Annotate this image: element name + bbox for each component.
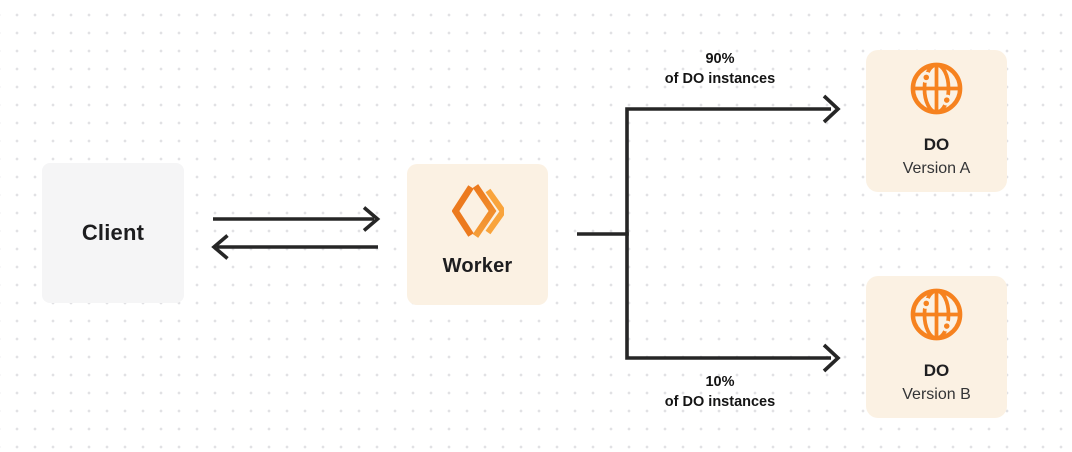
branch-top-percent: 90% xyxy=(705,51,735,67)
arrowhead-right-icon xyxy=(362,206,381,232)
do-b-title: DO xyxy=(923,361,950,380)
branch-bottom-percent: 10% xyxy=(705,374,735,390)
arrowhead-branch-bottom-icon xyxy=(822,343,841,373)
node-client: Client xyxy=(42,163,184,303)
branch-bottom-label: 10% of DO instances xyxy=(610,373,830,412)
durable-object-globe-icon xyxy=(908,286,965,343)
arrowhead-branch-top-icon xyxy=(822,94,841,124)
do-a-subtitle: Version A xyxy=(902,160,971,177)
do-a-title: DO xyxy=(923,135,950,154)
branch-top-caption: of DO instances xyxy=(664,71,776,87)
node-worker: Worker xyxy=(407,164,548,305)
cloudflare-workers-logo-icon xyxy=(451,184,504,240)
worker-label: Worker xyxy=(442,255,513,277)
branch-bottom-caption: of DO instances xyxy=(664,394,776,410)
arrowhead-left-icon xyxy=(211,234,229,260)
client-label: Client xyxy=(81,220,145,245)
do-b-subtitle: Version B xyxy=(902,386,971,403)
edge-branch-trunk xyxy=(625,107,831,360)
branch-top-label: 90% of DO instances xyxy=(610,50,830,89)
durable-object-globe-icon xyxy=(908,60,965,117)
node-do-version-b: DO Version B xyxy=(866,276,1007,418)
node-do-version-a: DO Version A xyxy=(866,50,1007,192)
